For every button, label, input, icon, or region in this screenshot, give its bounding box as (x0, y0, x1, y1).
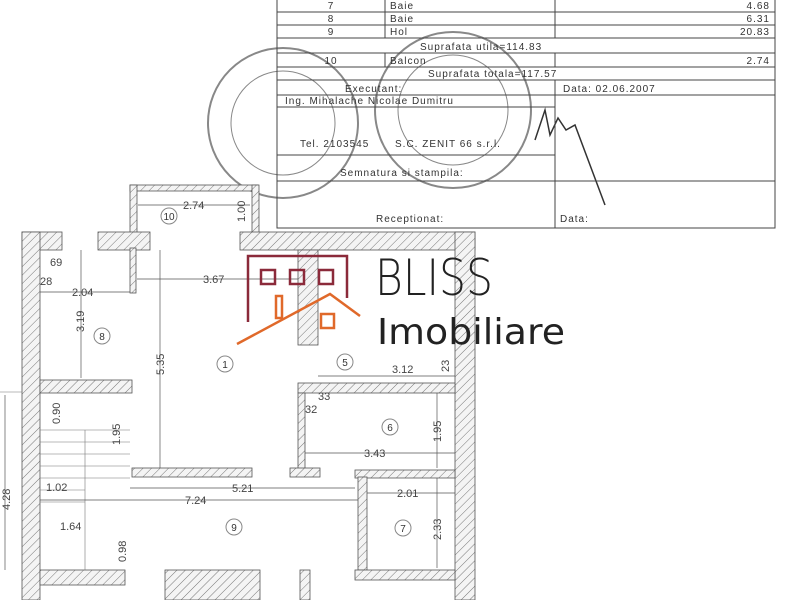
house-logo-icon (236, 254, 361, 346)
stairs (0, 391, 130, 570)
total-area: Suprafata totala=117.57 (428, 69, 557, 80)
dim-label: 3.43 (364, 448, 385, 460)
balcony-nr: 10 (324, 56, 337, 67)
room-number: 10 (163, 212, 175, 223)
walls (21, 184, 476, 600)
brand-name: BLISS (375, 249, 493, 307)
row-name: Baie (390, 1, 414, 12)
dim-label: 1.95 (432, 421, 444, 442)
dim-label: 0.98 (117, 541, 129, 562)
dim-label: 4.28 (1, 489, 13, 510)
row-name: Hol (390, 27, 408, 38)
balcony-name: Balcon (390, 56, 427, 67)
document-date: Data: 02.06.2007 (563, 84, 656, 95)
table-rows: 7 Baie 4.68 8 Baie 6.31 9 Hol 20.83 Supr… (285, 1, 770, 225)
row-name: Baie (390, 14, 414, 25)
balcony-area: 2.74 (747, 56, 770, 67)
dim-label: 2.01 (397, 488, 418, 500)
dim-label: 33 (318, 391, 330, 403)
dim-label: 32 (305, 404, 317, 416)
dim-label: 2.74 (183, 200, 204, 212)
row-area: 20.83 (740, 27, 770, 38)
signature (534, 107, 606, 206)
dim-label: 3.19 (75, 311, 87, 332)
row-area: 6.31 (747, 14, 770, 25)
dim-label: 1.02 (46, 482, 67, 494)
room-number: 7 (400, 524, 406, 535)
official-stamp-right (374, 31, 532, 189)
dim-label: 1.00 (236, 201, 248, 222)
dimension-lines (4, 204, 455, 570)
dim-label: 7.24 (185, 495, 206, 507)
room-number: 9 (231, 523, 237, 534)
row-nr: 9 (328, 27, 335, 38)
dim-label: 23 (440, 360, 452, 372)
phone: Tel. 2103545 (300, 139, 369, 150)
useful-area: Suprafata utila=114.83 (420, 42, 542, 53)
dimension-labels: 2.74 1.00 69 28 2.04 3.19 3.67 5.35 3.12… (1, 200, 452, 562)
bliss-logo-watermark: BLISS Imobiliare (236, 249, 565, 353)
dim-label: 0.90 (51, 403, 63, 424)
row-nr: 7 (328, 1, 335, 12)
room-numbers: 10 8 1 5 6 9 7 (99, 212, 406, 535)
dim-label: 5.21 (232, 483, 253, 495)
dim-label: 1.95 (111, 424, 123, 445)
official-stamp-left (207, 47, 359, 199)
signature-label: Semnatura si stampila: (340, 168, 464, 179)
dim-label: 2.33 (432, 519, 444, 540)
room-number: 1 (222, 360, 228, 371)
dim-label: 3.67 (203, 274, 224, 286)
room-number: 8 (99, 332, 105, 343)
dim-label: 69 (50, 257, 62, 269)
room-number: 5 (342, 358, 348, 369)
room-markers (93, 207, 412, 537)
dim-label: 5.35 (155, 354, 167, 375)
company: S.C. ZENIT 66 s.r.l. (395, 139, 501, 150)
row-area: 4.68 (747, 1, 770, 12)
received-date: Data: (560, 214, 589, 225)
received-label: Receptionat: (376, 214, 444, 225)
dim-label: 3.12 (392, 364, 413, 376)
room-number: 6 (387, 423, 393, 434)
dim-label: 1.64 (60, 521, 81, 533)
area-table (276, 0, 776, 229)
row-nr: 8 (328, 14, 335, 25)
dim-label: 2.04 (72, 287, 93, 299)
brand-subtitle: Imobiliare (377, 312, 565, 353)
executant-label: Executant: (345, 84, 402, 95)
engineer-name: Ing. Mihalache Nicolae Dumitru (285, 96, 454, 107)
dim-label: 28 (40, 276, 52, 288)
